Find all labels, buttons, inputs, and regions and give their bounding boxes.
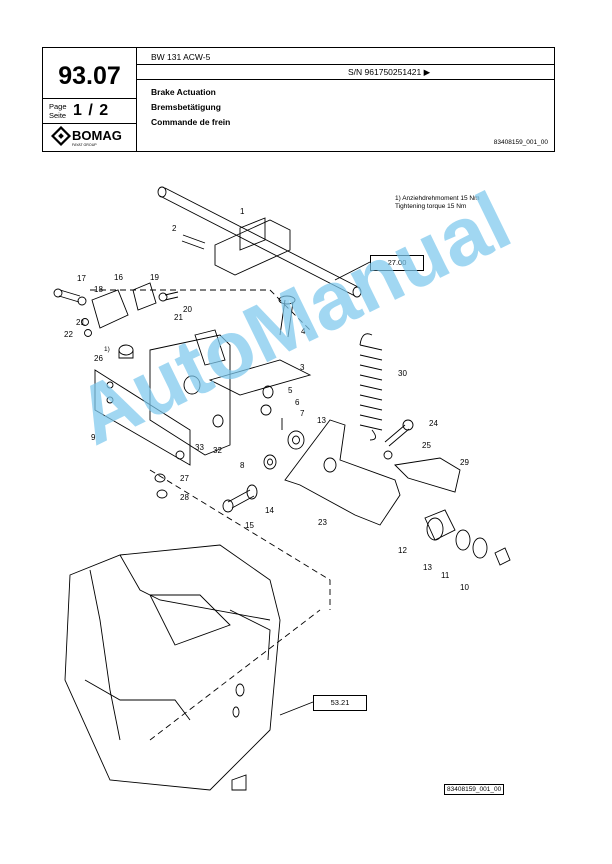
model-label: BW 131 ACW-5 [151, 52, 211, 62]
svg-text:16: 16 [114, 273, 123, 282]
divider [43, 123, 136, 124]
svg-text:11: 11 [441, 571, 450, 580]
title-de: Bremsbetätigung [151, 102, 221, 112]
svg-text:21: 21 [174, 313, 183, 322]
svg-text:15: 15 [245, 521, 254, 530]
svg-text:20: 20 [183, 305, 192, 314]
svg-text:26: 26 [94, 354, 103, 363]
svg-text:14: 14 [265, 506, 274, 515]
svg-text:27: 27 [180, 474, 189, 483]
bomag-logo: BOMAG FAYAT GROUP [51, 126, 122, 147]
svg-text:29: 29 [460, 458, 469, 467]
svg-text:25: 25 [422, 441, 431, 450]
divider [136, 48, 137, 151]
torque-note: 1) Anziehdrehmoment 15 Nm Tightening tor… [395, 195, 480, 210]
svg-text:9: 9 [91, 433, 96, 442]
svg-text:1: 1 [240, 207, 245, 216]
reference-box-bottom: 53.21 [313, 695, 367, 711]
svg-text:13: 13 [317, 416, 326, 425]
svg-text:13: 13 [423, 563, 432, 572]
divider [136, 79, 554, 80]
page-count: 1 / 2 [73, 102, 110, 119]
svg-text:10: 10 [460, 583, 469, 592]
svg-text:33: 33 [195, 443, 204, 452]
title-fr: Commande de frein [151, 117, 231, 127]
svg-text:12: 12 [398, 546, 407, 555]
svg-text:17: 17 [77, 274, 86, 283]
svg-text:3: 3 [300, 363, 305, 372]
exploded-diagram: 1 2 3 4 5 6 7 8 9 10 11 12 13 13 14 15 1… [53, 186, 511, 791]
svg-text:2: 2 [172, 224, 177, 233]
serial-number: S/N 961750251421 ▶ [348, 67, 431, 77]
svg-text:6: 6 [295, 398, 300, 407]
svg-text:BOMAG: BOMAG [72, 128, 122, 143]
page-label: Page Seite [49, 102, 67, 120]
svg-text:4: 4 [301, 327, 306, 336]
divider [136, 64, 554, 65]
svg-text:22: 22 [64, 330, 73, 339]
svg-text:8: 8 [240, 461, 245, 470]
document-id: 83408159_001_00 [493, 139, 548, 146]
svg-text:FAYAT GROUP: FAYAT GROUP [72, 143, 97, 147]
svg-text:32: 32 [213, 446, 222, 455]
svg-text:28: 28 [180, 493, 189, 502]
svg-text:21: 21 [76, 318, 85, 327]
svg-text:24: 24 [429, 419, 438, 428]
svg-text:19: 19 [150, 273, 159, 282]
title-en: Brake Actuation [151, 87, 216, 97]
footer-document-id: 83408159_001_00 [444, 784, 505, 795]
page-number: 93.07 [58, 62, 121, 90]
svg-text:18: 18 [94, 285, 103, 294]
svg-text:23: 23 [318, 518, 327, 527]
divider [43, 98, 136, 99]
reference-box-top: 27.00 [370, 255, 424, 271]
svg-text:7: 7 [300, 409, 305, 418]
header-block: 93.07 Page Seite 1 / 2 BOMAG FAYAT GROUP… [42, 47, 555, 152]
svg-text:1): 1) [104, 346, 110, 353]
svg-text:5: 5 [288, 386, 293, 395]
svg-text:30: 30 [398, 369, 407, 378]
